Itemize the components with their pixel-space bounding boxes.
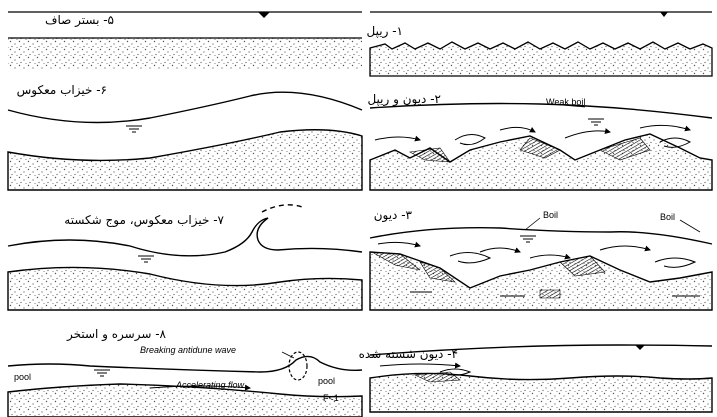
panel-antidunes [8,92,362,190]
antidune-bed [8,267,362,310]
panel-ripple [370,12,712,76]
water-surface [370,228,712,244]
label-washed-dunes: ۴- دیون شسته شده [359,347,458,361]
annotation-froude: F<1 [323,393,339,403]
annotation-accelerating-flow: Accelerating flow [176,380,244,390]
washed-bed [370,373,712,412]
water-level-mark [138,256,154,262]
label-dunes-ripples: ۲- دیون و ریپل [367,92,441,106]
annotation-weak-boil: Weak boil [546,97,585,107]
ripple-bed [370,42,712,76]
water-level-mark [660,12,668,17]
breaking-wave-roller [289,352,307,380]
water-surface [8,356,362,372]
plane-bed [8,38,362,70]
annotation-pool-right: pool [318,376,335,386]
panel-dunes-ripples [370,104,712,191]
annotation-boil-1: Boil [543,210,558,220]
annotation-boil-2: Boil [660,212,675,222]
water-level-mark [520,236,536,242]
annotation-pool-left: pool [14,372,31,382]
label-ripple: ۱- ریپل [367,24,403,38]
water-level-mark [588,119,604,125]
label-chute-pool: ۸- سرسره و استخر [67,327,166,341]
antidune-bed [8,130,362,190]
dune-bed [370,252,712,310]
water-level-mark [635,345,645,350]
water-level-mark [258,12,270,18]
label-breaking-antidunes: ۷- خیزاب معکوس، موج شکسته [64,213,224,227]
water-level-mark [94,370,110,376]
panel-dunes [370,218,712,310]
label-dunes: ۳- دیون [374,208,412,222]
label-antidunes: ۶- خیزاب معکوس [17,83,107,97]
label-plane-bed: ۵- بستر صاف [45,13,114,27]
annotation-breaking-antidune-wave: Breaking antidune wave [140,345,236,355]
water-level-mark [126,126,142,132]
breaking-crest [262,205,305,212]
